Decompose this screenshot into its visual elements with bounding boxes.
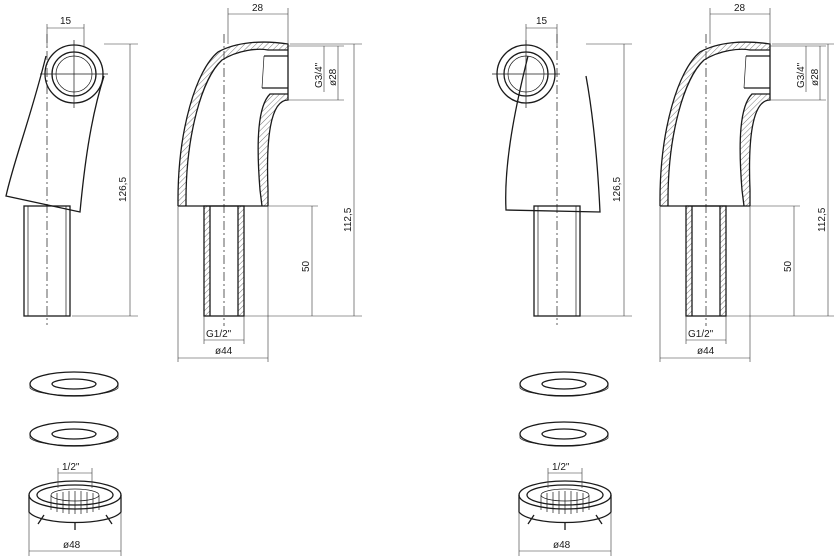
dia-44-right: ø44 — [697, 346, 715, 357]
dim-28-left: 28 — [252, 3, 264, 14]
thread-g34-left: G3/4" — [314, 62, 325, 88]
dim-50-right: 50 — [783, 260, 794, 272]
half-inch-left: 1/2" — [62, 462, 80, 473]
dia-48-left: ø48 — [63, 540, 81, 551]
dia-28-left: ø28 — [328, 68, 339, 86]
side-view-left: 15 126,5 — [5, 16, 138, 325]
dim-112-5-left: 112,5 — [343, 207, 354, 232]
thread-g12-right: G1/2" — [688, 329, 714, 340]
dim-15-right: 15 — [536, 16, 548, 27]
washer-bottom-right — [519, 421, 609, 447]
washer-top-left — [29, 371, 119, 397]
half-inch-right: 1/2" — [552, 462, 570, 473]
dim-126-5-left: 126,5 — [118, 177, 129, 202]
dim-50-left: 50 — [301, 260, 312, 272]
flow-insert-right: 1/2" ø48 — [518, 462, 612, 556]
side-view-right: 15 126,5 — [492, 16, 632, 325]
dia-28-right: ø28 — [810, 68, 821, 86]
fitting-set-right: 15 126,5 28 — [492, 3, 834, 556]
dim-112-5-right: 112,5 — [817, 207, 828, 232]
dia-48-right: ø48 — [553, 540, 571, 551]
section-view-right: 28 G3/4" ø28 112,5 50 G1/2" ø44 — [659, 3, 834, 362]
washer-top-right — [519, 371, 609, 397]
thread-g12-left: G1/2" — [206, 329, 232, 340]
washer-bottom-left — [29, 421, 119, 447]
fitting-set-left: 15 126,5 — [5, 3, 362, 556]
dia-44-left: ø44 — [215, 346, 233, 357]
thread-g34-right: G3/4" — [796, 62, 807, 88]
dim-126-5-right: 126,5 — [612, 177, 623, 202]
flow-insert-left: 1/2" ø48 — [28, 462, 122, 556]
dim-15-left: 15 — [60, 16, 72, 27]
dim-28-right: 28 — [734, 3, 746, 14]
section-view-left: 28 G3/4" ø28 112,5 50 G1/2" — [177, 3, 362, 362]
